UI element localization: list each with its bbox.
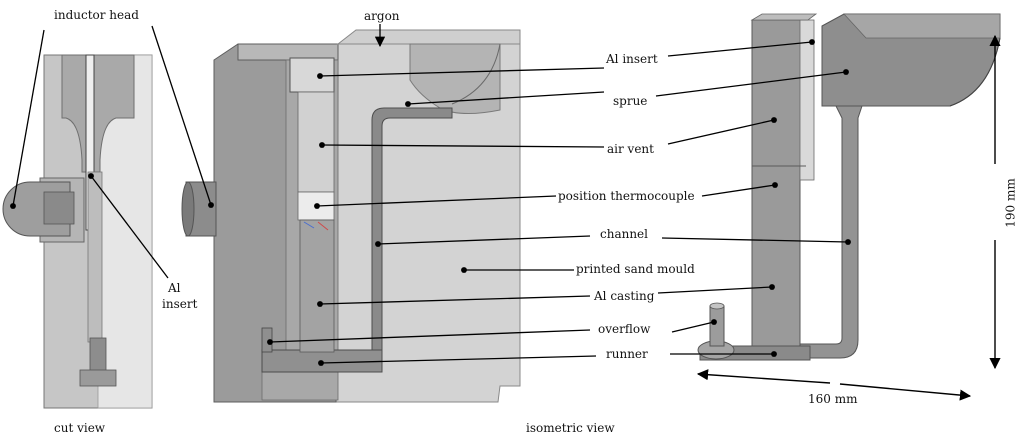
- label-sprue: sprue: [613, 94, 648, 108]
- label-al-insert-cut-line2: insert: [162, 297, 198, 311]
- label-al-insert-cut-line1: Al: [168, 281, 181, 295]
- cut-view: [2, 54, 153, 409]
- label-air-vent: air vent: [607, 142, 654, 156]
- caption-isometric-view: isometric view: [526, 421, 615, 435]
- caption-cut-view: cut view: [54, 421, 106, 435]
- dimension-width-label: 160 mm: [808, 392, 858, 406]
- label-al-insert: Al insert: [606, 52, 658, 66]
- dimension-lines: [696, 34, 1001, 401]
- label-channel: channel: [600, 227, 648, 241]
- label-printed-sand-mould: printed sand mould: [576, 262, 695, 276]
- label-overflow: overflow: [598, 322, 651, 336]
- label-al-casting: Al casting: [594, 289, 655, 303]
- label-position-thermocouple: position thermocouple: [558, 189, 695, 203]
- label-runner: runner: [606, 347, 648, 361]
- leader-lines: [10, 24, 851, 366]
- label-inductor-head: inductor head: [54, 8, 139, 22]
- label-argon: argon: [364, 9, 400, 23]
- isometric-view: [181, 29, 521, 403]
- dimension-height-label: 190 mm: [1003, 178, 1018, 228]
- casting-part: [697, 13, 1001, 361]
